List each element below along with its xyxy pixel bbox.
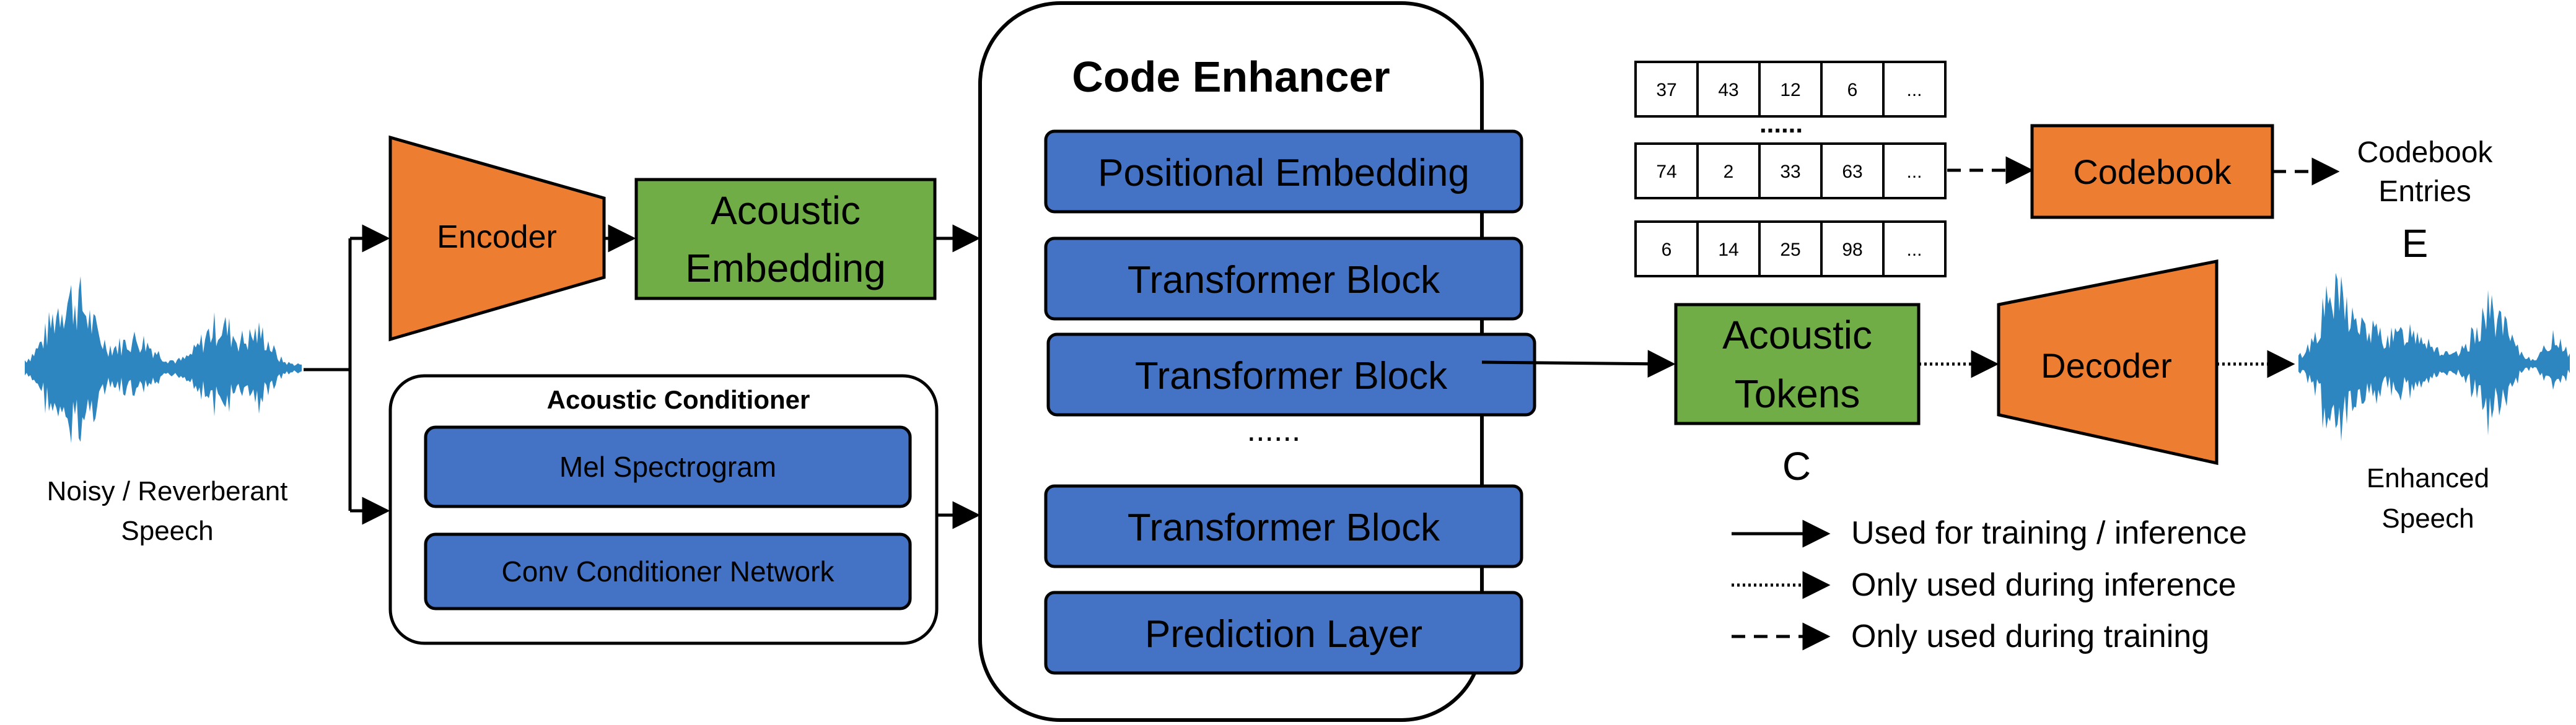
token-cell: [1758, 220, 1823, 277]
token-cell-value: 12: [1780, 80, 1800, 100]
code-enhancer-title: Code Enhancer: [1072, 53, 1390, 101]
positional-embedding-block: [1044, 129, 1523, 214]
input-label-line2: Speech: [121, 516, 213, 546]
legend-solid-label: Used for training / inference: [1851, 515, 2247, 551]
acoustic-tokens-symbol: C: [1782, 444, 1811, 488]
output-label-line1: Enhanced: [2367, 463, 2489, 493]
input-label-line1: Noisy / Reverberant: [47, 476, 288, 506]
legend: Used for training / inference Only used …: [1732, 515, 2247, 654]
enhancer-to-tokens-arrow: [1481, 350, 1676, 378]
conv-conditioner-block: [424, 532, 912, 610]
encoder-block: [388, 135, 606, 342]
codebook-label: Codebook: [2073, 152, 2232, 191]
input-split-arrows: [304, 224, 390, 525]
output-label-line2: Speech: [2381, 503, 2474, 534]
transformer-block-1-label: Transformer Block: [1128, 259, 1440, 302]
token-cell: [1882, 61, 1947, 118]
prediction-layer-block: [1044, 591, 1523, 675]
codebook-block: [2030, 124, 2274, 219]
token-cell-value: 98: [1842, 240, 1862, 260]
legend-dotted-label: Only used during inference: [1851, 567, 2236, 603]
token-cell: [1696, 142, 1761, 199]
transformer-block-1: [1044, 237, 1523, 321]
noisy-speech-waveform: [25, 276, 302, 443]
token-cell-value: 14: [1718, 240, 1738, 260]
token-cell: [1882, 142, 1947, 199]
transformer-block-3: [1044, 484, 1523, 568]
decoder-block: [1997, 259, 2219, 466]
transformer-ellipsis: ......: [1247, 412, 1301, 448]
encoder-label: Encoder: [437, 219, 557, 255]
positional-embedding-label: Positional Embedding: [1098, 152, 1470, 194]
token-cell-value: 25: [1780, 240, 1800, 260]
acoustic-conditioner-title: Acoustic Conditioner: [547, 385, 810, 414]
legend-dashed-label: Only used during training: [1851, 619, 2209, 654]
token-cell-value: 6: [1662, 240, 1672, 260]
token-cell-value: 6: [1847, 80, 1858, 100]
transformer-block-2-label: Transformer Block: [1135, 355, 1448, 397]
token-cell-value: 33: [1780, 162, 1800, 182]
token-grid-dots: ......: [1759, 109, 1803, 138]
transformer-block-3-label: Transformer Block: [1128, 506, 1440, 549]
token-cell-value: 2: [1724, 162, 1734, 182]
mel-spectrogram-block: [424, 425, 912, 508]
acoustic-tokens-line1: Acoustic: [1722, 313, 1872, 357]
acoustic-tokens-line2: Tokens: [1735, 371, 1860, 416]
enhanced-speech-waveform: [2298, 272, 2570, 442]
token-cell-value: 37: [1656, 80, 1676, 100]
token-cell-value: ...: [1906, 80, 1922, 100]
codebook-entries-line1: Codebook: [2357, 136, 2494, 169]
codebook-symbol: E: [2402, 221, 2429, 266]
token-cell-value: ...: [1906, 162, 1922, 182]
token-cell: [1758, 142, 1823, 199]
acoustic-embedding-line1: Acoustic: [711, 188, 861, 233]
token-cell: [1882, 220, 1947, 277]
token-cell-value: ...: [1906, 240, 1922, 260]
token-cell: [1634, 220, 1699, 277]
transformer-block-2: [1046, 332, 1536, 417]
conv-conditioner-label: Conv Conditioner Network: [502, 555, 835, 588]
token-cell-value: 74: [1656, 162, 1676, 182]
token-grid: 37 43 12 6... 74 2 33 63... 6 14 25 98...: [1634, 61, 1947, 277]
codebook-entries-line2: Entries: [2378, 175, 2471, 208]
acoustic-embedding-line2: Embedding: [685, 246, 886, 290]
mel-spectrogram-label: Mel Spectrogram: [559, 451, 776, 483]
token-cell: [1820, 220, 1885, 277]
acoustic-tokens-block: [1674, 303, 1921, 425]
token-cell: [1634, 61, 1699, 118]
token-cell: [1634, 142, 1699, 199]
token-cell: [1696, 61, 1761, 118]
prediction-layer-label: Prediction Layer: [1145, 613, 1422, 656]
token-cell-value: 43: [1718, 80, 1738, 100]
token-cell: [1758, 61, 1823, 118]
token-cell-value: 63: [1842, 162, 1862, 182]
decoder-label: Decoder: [2041, 346, 2172, 385]
